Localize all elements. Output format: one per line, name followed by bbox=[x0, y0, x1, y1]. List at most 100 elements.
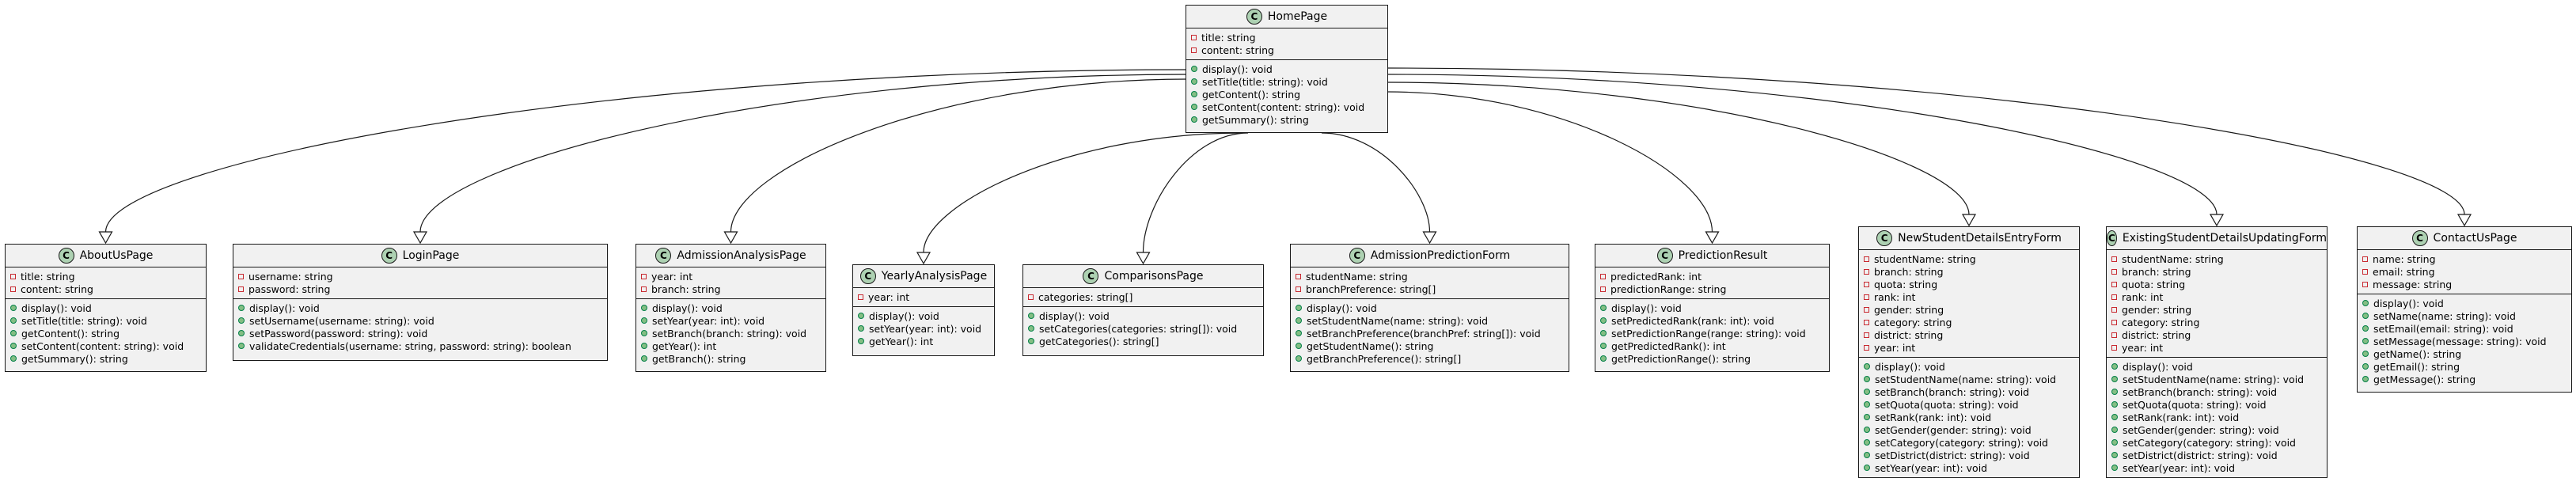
private-visibility-icon bbox=[1600, 273, 1606, 279]
attribute-member: year: int bbox=[853, 290, 994, 303]
method-text: setCategories(categories: string[]): voi… bbox=[1039, 322, 1238, 335]
public-visibility-icon bbox=[1864, 363, 1870, 370]
method-member: setQuota(quota: string): void bbox=[2107, 398, 2327, 411]
public-visibility-icon bbox=[641, 317, 647, 324]
method-member: setPredictionRange(range: string): void bbox=[1595, 327, 1829, 340]
method-text: setPassword(password: string): void bbox=[249, 327, 428, 340]
method-text: getName(): string bbox=[2373, 347, 2462, 360]
attribute-text: year: int bbox=[2122, 341, 2164, 354]
public-visibility-icon bbox=[1191, 91, 1197, 97]
method-member: setContent(content: string): void bbox=[1186, 101, 1387, 113]
class-badge-icon: C bbox=[1083, 268, 1099, 284]
method-text: getContent(): string bbox=[1202, 88, 1301, 101]
attribute-text: district: string bbox=[1874, 328, 1944, 341]
inheritance-arrowhead-icon bbox=[412, 231, 428, 245]
attribute-member: title: string bbox=[1186, 31, 1387, 44]
private-visibility-icon bbox=[1864, 281, 1869, 287]
method-member: getCategories(): string[] bbox=[1023, 335, 1263, 347]
private-visibility-icon bbox=[2111, 306, 2117, 313]
method-text: setRank(rank: int): void bbox=[2123, 411, 2240, 423]
attribute-member: branch: string bbox=[636, 283, 825, 295]
private-visibility-icon bbox=[10, 286, 16, 292]
private-visibility-icon bbox=[2111, 268, 2117, 275]
public-visibility-icon bbox=[2362, 300, 2369, 306]
attribute-text: studentName: string bbox=[2122, 252, 2224, 265]
public-visibility-icon bbox=[2111, 427, 2118, 433]
class-header: C AdmissionPredictionForm bbox=[1291, 245, 1569, 267]
public-visibility-icon bbox=[1864, 376, 1870, 382]
method-text: setQuota(quota: string): void bbox=[2123, 398, 2267, 411]
method-member: setStudentName(name: string): void bbox=[1859, 373, 2079, 385]
private-visibility-icon bbox=[2111, 319, 2117, 325]
method-text: setPredictedRank(rank: int): void bbox=[1611, 314, 1774, 327]
inheritance-line-contactus bbox=[1386, 67, 2465, 215]
method-text: setYear(year: int): void bbox=[1875, 461, 1988, 474]
method-member: setName(name: string): void bbox=[2358, 309, 2571, 322]
public-visibility-icon bbox=[2111, 439, 2118, 446]
method-member: setCategory(category: string): void bbox=[2107, 436, 2327, 449]
method-member: display(): void bbox=[1595, 302, 1829, 314]
public-visibility-icon bbox=[1600, 305, 1607, 311]
class-badge-icon: C bbox=[381, 248, 397, 264]
method-text: display(): void bbox=[869, 309, 939, 322]
inheritance-line-admissionprediction bbox=[1321, 132, 1431, 233]
public-visibility-icon bbox=[1296, 343, 1302, 349]
attribute-member: branch: string bbox=[1859, 265, 2079, 278]
method-member: setBranch(branch: string): void bbox=[1859, 385, 2079, 398]
method-member: getBranch(): string bbox=[636, 352, 825, 365]
class-name: PredictionResult bbox=[1678, 249, 1768, 262]
method-member: display(): void bbox=[233, 302, 607, 314]
attribute-text: predictedRank: int bbox=[1610, 270, 1702, 283]
private-visibility-icon bbox=[238, 273, 244, 279]
public-visibility-icon bbox=[10, 317, 17, 324]
method-member: setYear(year: int): void bbox=[2107, 461, 2327, 474]
class-name: AdmissionAnalysisPage bbox=[677, 249, 806, 262]
public-visibility-icon bbox=[2111, 363, 2118, 370]
method-member: setContent(content: string): void bbox=[6, 340, 206, 352]
attribute-text: gender: string bbox=[2122, 303, 2192, 316]
method-text: setTitle(title: string): void bbox=[1202, 75, 1328, 88]
method-text: setContent(content: string): void bbox=[1202, 101, 1365, 113]
inheritance-arrowhead-icon bbox=[916, 252, 931, 265]
public-visibility-icon bbox=[1864, 401, 1870, 408]
class-name: AdmissionPredictionForm bbox=[1370, 249, 1511, 262]
public-visibility-icon bbox=[2111, 452, 2118, 458]
class-badge-icon: C bbox=[859, 268, 876, 284]
method-member: setCategory(category: string): void bbox=[1859, 436, 2079, 449]
private-visibility-icon bbox=[1191, 34, 1197, 40]
class-badge-icon: C bbox=[2411, 230, 2428, 246]
inheritance-line-comparisons bbox=[1142, 132, 1249, 253]
inheritance-arrowhead-icon bbox=[1422, 231, 1437, 245]
method-member: validateCredentials(username: string, pa… bbox=[233, 340, 607, 352]
class-badge-icon: C bbox=[1349, 248, 1365, 264]
private-visibility-icon bbox=[2111, 281, 2117, 287]
private-visibility-icon bbox=[1600, 286, 1606, 292]
attribute-member: predictionRange: string bbox=[1595, 283, 1829, 295]
private-visibility-icon bbox=[1864, 256, 1869, 262]
private-visibility-icon bbox=[238, 286, 244, 292]
attribute-text: predictionRange: string bbox=[1610, 283, 1727, 295]
attribute-member: gender: string bbox=[2107, 303, 2327, 316]
attribute-member: district: string bbox=[1859, 328, 2079, 341]
public-visibility-icon bbox=[858, 338, 864, 344]
public-visibility-icon bbox=[1191, 66, 1197, 72]
attribute-member: category: string bbox=[1859, 316, 2079, 328]
method-text: setCategory(category: string): void bbox=[2123, 436, 2296, 449]
method-member: getStudentName(): string bbox=[1291, 340, 1569, 352]
method-member: getSummary(): string bbox=[6, 352, 206, 365]
attribute-text: branch: string bbox=[2122, 265, 2191, 278]
method-text: getYear(): int bbox=[652, 340, 717, 352]
